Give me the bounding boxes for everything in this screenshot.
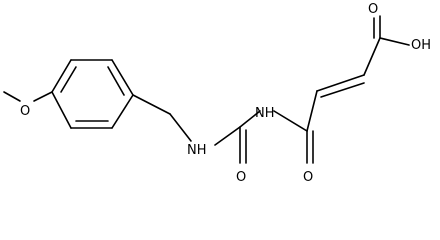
methoxy-oxygen-label: O <box>20 104 30 119</box>
ring-bond-3 <box>111 59 134 96</box>
skeletal-structure: O NH O NH O O OH <box>3 2 431 185</box>
bond-nh-amide-c <box>273 110 308 132</box>
bond-alkene-double-1 <box>316 74 365 92</box>
acid-hydroxyl-label: OH <box>411 38 431 53</box>
bond-acid-c-oh <box>379 37 410 46</box>
bond-methyl-o <box>3 91 21 102</box>
bond-o-ring <box>33 91 53 102</box>
bond-alkene-acid-c <box>363 37 381 76</box>
bond-alkene-double-2 <box>320 82 365 98</box>
acid-carbonyl-oxygen-label: O <box>368 2 378 17</box>
bond-nh-urea-c <box>214 126 241 146</box>
bond-urea-c-nh <box>239 110 261 128</box>
ring-bond-1 <box>51 59 72 93</box>
ring-double-1 <box>60 66 77 93</box>
ring-double-2 <box>107 66 125 96</box>
urea-carbonyl-oxygen-label: O <box>236 170 246 185</box>
ring-bond-4 <box>111 94 134 129</box>
bond-amide-c-alkene <box>306 90 318 132</box>
structure-canvas: O NH O NH O O OH <box>3 2 432 185</box>
amide-carbonyl-oxygen-label: O <box>303 170 313 185</box>
bond-ch2-nh <box>169 113 192 142</box>
bond-ring-ch2 <box>132 94 171 115</box>
carbamide-nh-label: NH <box>187 143 207 158</box>
imide-nh-label: NH <box>255 106 275 121</box>
ring-bond-6 <box>51 91 72 129</box>
